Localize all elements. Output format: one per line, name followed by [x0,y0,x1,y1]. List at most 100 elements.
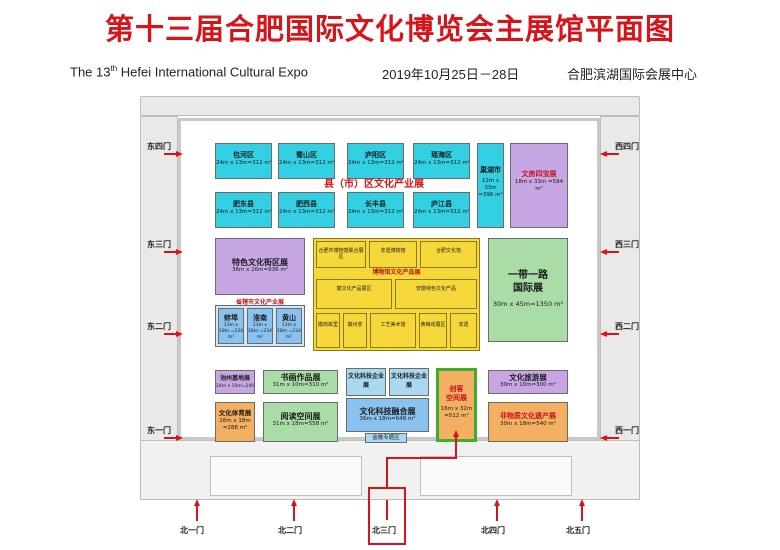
booth-name: 金融专题区 [372,435,400,441]
booth-huainan[interactable]: 淮南 13m x 18m =234 m² [247,308,273,344]
door-north2[interactable]: 北二门 [278,526,302,535]
booth-dims: 24m x 13m=312 m² [414,209,470,215]
booth-name: 长丰县 [365,200,386,208]
booth-name: 非物质文化遗产展 [500,412,556,420]
arrow-up-icon [291,499,297,506]
museum-cell-label: 黄梅戏展区 [420,322,446,328]
booth-lvyou[interactable]: 文化旅游展 30m x 10m=300 m² [488,370,568,394]
door-west1[interactable]: 西一门 [615,426,639,435]
route-segment [455,437,457,459]
booth-museum[interactable] [313,238,480,351]
route-segment [386,457,457,459]
booth-wenfang[interactable]: 文房四宝展 18m x 33m =594 m² [510,143,568,228]
booth-name: 文房四宝展 [521,170,557,178]
door-arrow-shaft [607,251,619,253]
door-east1[interactable]: 东一门 [147,426,171,435]
booth-dims: 24m x 10m=240 m² [216,384,255,389]
booth-changfeng[interactable]: 长丰县 24m x 13m=312 m² [347,192,404,228]
arrow-up-icon [194,499,200,506]
booth-chaohu[interactable]: 巢湖市 12m x 33m =396 m² [477,143,504,228]
arrow-left-icon [600,151,607,157]
booth-dims: 24m x 13m=312 m² [216,209,272,215]
booth-yidaiyilu[interactable]: 一带一路 国际展 30m x 45m=1350 m² [488,238,568,342]
booth-feiyi[interactable]: 非物质文化遗产展 30m x 18m=540 m² [488,402,568,442]
booth-chizhou[interactable]: 池州基地展 24m x 10m=240 m² [215,370,255,394]
route-segment [386,458,388,488]
museum-cell: 安徽特色文化产品 [395,279,477,309]
arrow-left-icon [600,331,607,337]
booth-tiyu[interactable]: 文化体育展 16m x 18m =288 m² [215,402,255,442]
booth-jinrong[interactable]: 金融专题区 [365,433,407,443]
booth-name: 文化科技企业展 [347,373,384,389]
booth-feixi[interactable]: 肥西县 24m x 13m=312 m² [278,192,335,228]
booth-luyang[interactable]: 庐阳区 24m x 13m=312 m² [347,143,404,179]
booth-yaohai[interactable]: 瑶海区 24m x 13m=312 m² [413,143,470,179]
booth-dims: 31m x 18m=558 m² [272,421,329,427]
booth-dims: 12m x 33m =396 m² [478,178,503,198]
museum-cell: 合肥市博物馆联合展区 [316,241,366,268]
door-west2[interactable]: 西二门 [615,322,639,331]
booth-shushan[interactable]: 蜀山区 24m x 13m=312 m² [278,143,335,179]
door-east2[interactable]: 东二门 [147,322,171,331]
page-title: 第十三届合肥国际文化博览会主展馆平面图 [104,12,675,46]
booth-shuhua[interactable]: 书画作品展 31m x 10m=310 m² [263,370,338,394]
english-title-part: The 13 [70,64,111,80]
booth-name: 肥西县 [296,200,317,208]
door-west4[interactable]: 西四门 [615,142,639,151]
museum-cell: 徽州茶 [343,313,367,348]
arrow-up-icon [494,499,500,506]
booth-bengbu[interactable]: 蚌埠 13m x 18m =234 m² [218,308,244,344]
booth-name: 淮南 [253,314,267,322]
booth-name: 庐江县 [431,200,452,208]
door-east4[interactable]: 东四门 [147,142,171,151]
arrow-right-icon [176,331,183,337]
door-arrow-shaft [607,153,619,155]
booth-dims: 24m x 13m=312 m² [414,160,470,166]
county-heading: 县（市）区文化产业展 [324,179,424,190]
museum-cell: 黄梅戏展区 [419,313,447,348]
booth-name: 书画作品展 [280,373,321,382]
museum-cell-label: 合肥市博物馆联合展区 [318,248,364,260]
booth-name: 蜀山区 [296,151,317,159]
door-arrow-shaft [293,505,295,521]
door-arrow-shaft [164,251,176,253]
booth-name: 文化科技融合展 [359,407,416,416]
english-title: The 13th Hefei International Cultural Ex… [70,64,308,79]
booth-keji[interactable]: 文化科技融合展 36m x 18m=648 m² [346,398,429,432]
booth-tese[interactable]: 特色文化街区展 36m x 26m=936 m² [215,238,305,295]
booth-name: 包河区 [233,151,254,159]
booth-dims: 30m x 45m=1350 m² [492,300,564,308]
booth-name: 特色文化街区展 [232,258,288,267]
booth-huangshan[interactable]: 黄山 13m x 18m =234 m² [276,308,302,344]
arrow-right-icon [176,435,183,441]
door-north3[interactable]: 北三门 [372,526,396,535]
booth-dims: 24m x 13m=312 m² [279,160,335,166]
door-east3[interactable]: 东三门 [147,240,171,249]
museum-cell: 徽商故里 [316,313,340,348]
booth-yuedu[interactable]: 阅读空间展 31m x 18m=558 m² [263,402,338,442]
door-north5[interactable]: 北五门 [566,526,590,535]
museum-heading: 博物馆文化产品展 [372,269,421,276]
shengxia-label: 省辖市文化产业展 [235,299,284,306]
museum-cell: 非遗 [450,313,477,348]
booth-dims: 16m x 18m =288 m² [219,418,251,431]
booth-dims-line2: =512 m² [444,413,469,419]
door-north1[interactable]: 北一门 [180,526,204,535]
arrow-right-icon [176,249,183,255]
booth-keji-a[interactable]: 文化科技企业展 [346,368,386,396]
museum-cell-label: 非遗博物馆 [380,248,406,254]
booth-baohe[interactable]: 包河区 24m x 13m=312 m² [215,143,272,179]
booth-feidong[interactable]: 肥东县 24m x 13m=312 m² [215,192,272,228]
museum-cell: 合肥文化馆 [420,241,477,268]
booth-chuangke[interactable]: 创客 空间展 16m x 32m =512 m² [436,368,477,442]
door-west3[interactable]: 西三门 [615,240,639,249]
booth-keji-b[interactable]: 文化科技企业展 [389,368,429,396]
booth-dims: 24m x 13m=312 m² [216,160,272,166]
booth-lujiang[interactable]: 庐江县 24m x 13m=312 m² [413,192,470,228]
booth-name: 文化体育展 [218,409,252,417]
booth-dims: 36m x 18m=648 m² [359,416,416,422]
door-north4[interactable]: 北四门 [481,526,505,535]
lobby-right-block [420,456,572,496]
booth-dims: 13m x 18m =234 m² [219,323,243,340]
booth-name-line2: 国际展 [513,283,543,294]
